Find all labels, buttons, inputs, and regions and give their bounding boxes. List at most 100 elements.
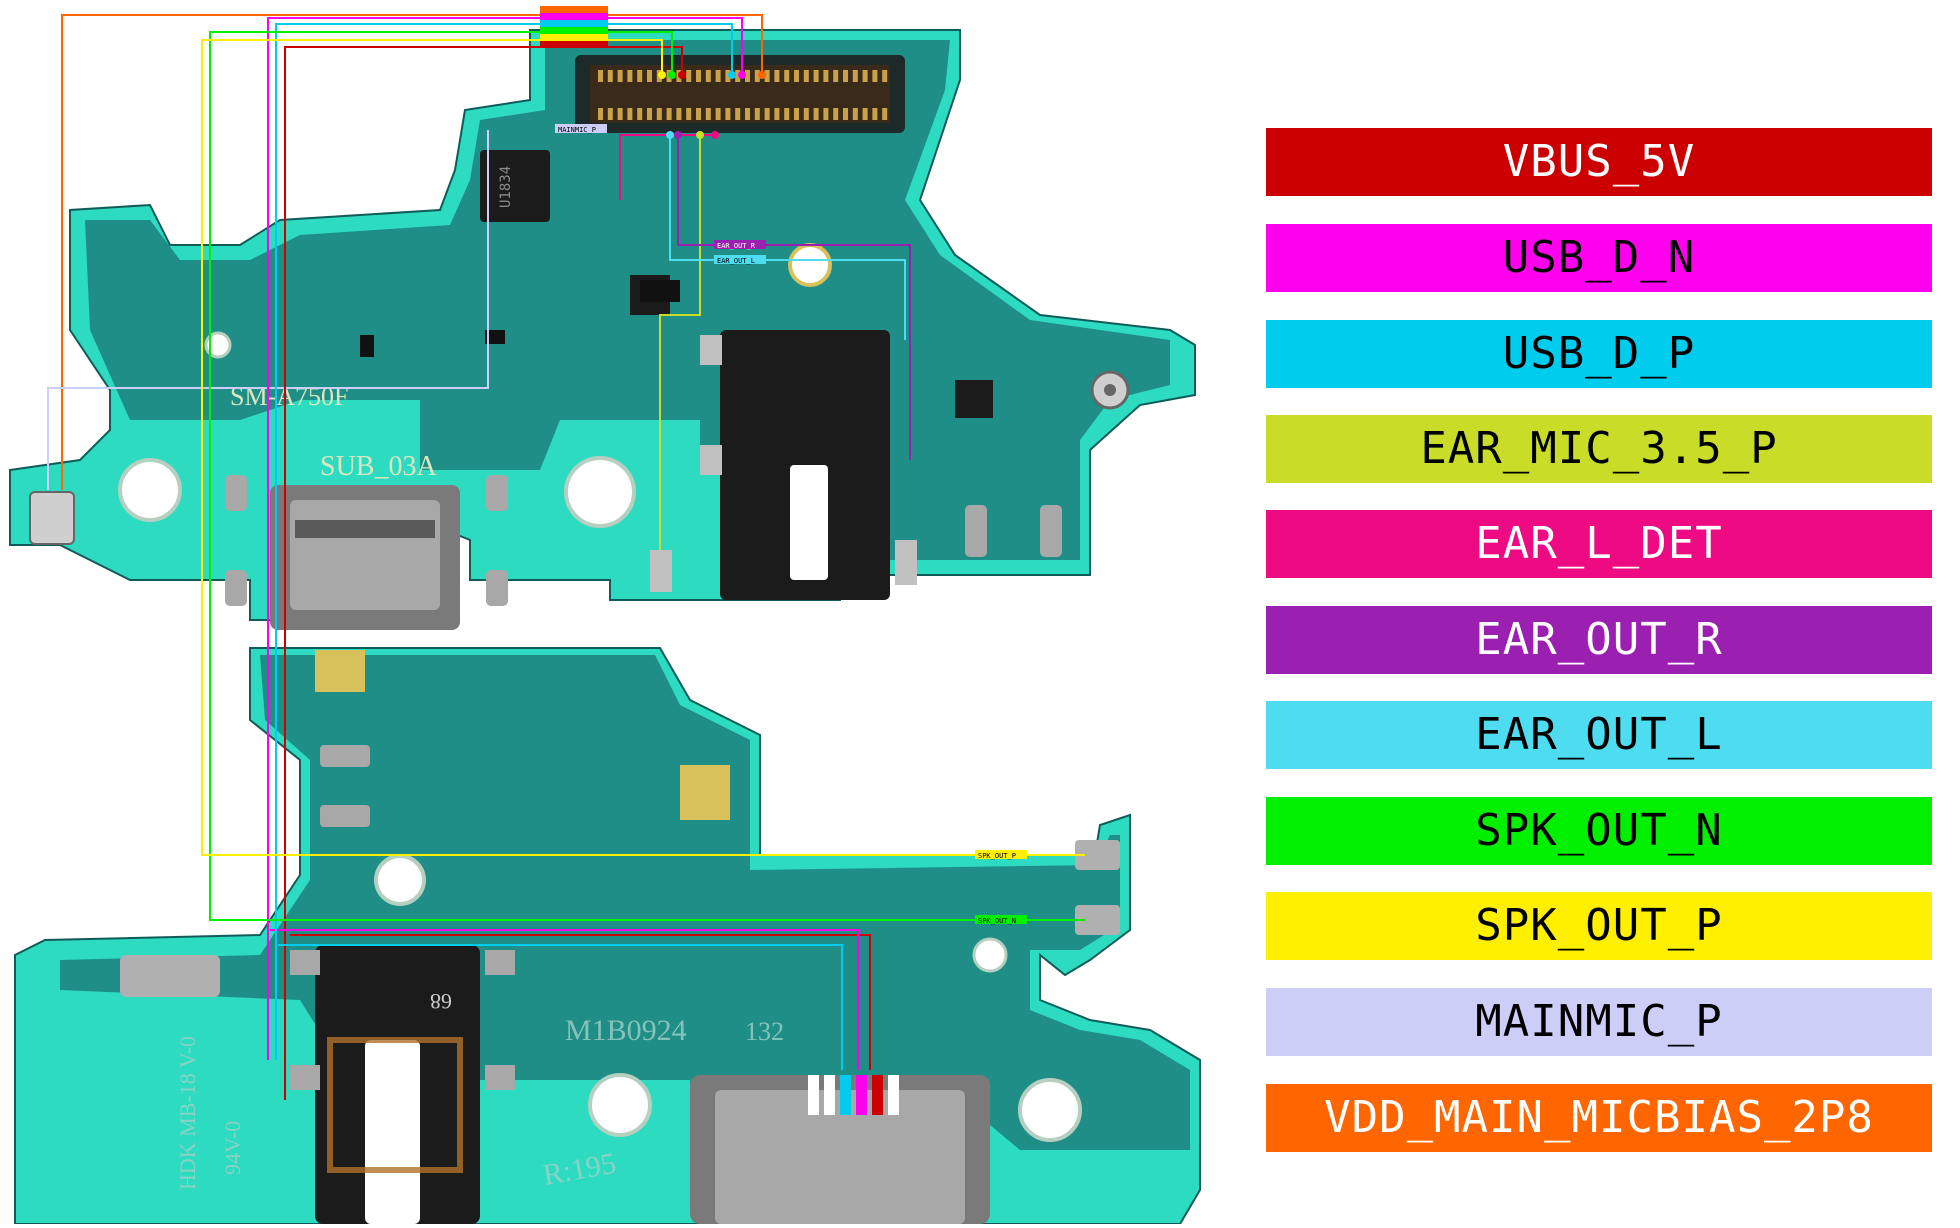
bottom-hole-4	[972, 937, 1008, 973]
connector-pin	[686, 108, 692, 120]
legend-item-usb-d-n: USB_D_N	[1266, 224, 1932, 292]
connector-pin	[705, 108, 711, 120]
top-hole-small	[788, 243, 832, 287]
connector-pin	[862, 108, 868, 120]
test-point	[668, 71, 676, 79]
top-hole-tab	[204, 331, 232, 359]
connector-pin	[784, 108, 790, 120]
spk-pad-p	[1075, 840, 1120, 870]
connector-pin	[617, 108, 623, 120]
trace-usb-dp	[275, 23, 733, 1060]
top-board: U1834 SM-A750F	[9, 29, 1196, 630]
connector-pin	[686, 70, 692, 82]
legend-item-vbus-5v: VBUS_5V	[1266, 128, 1932, 196]
test-point	[711, 131, 719, 139]
bottom-silk-5: HDK MB-18 V-0	[175, 1036, 200, 1190]
test-point	[738, 71, 746, 79]
legend-label: VDD_MAIN_MICBIAS_2P8	[1324, 1092, 1874, 1143]
legend-item-ear-out-r: EAR_OUT_R	[1266, 606, 1932, 674]
legend-item-ear-mic-3-5-p: EAR_MIC_3.5_P	[1266, 415, 1932, 483]
connector-pin	[637, 70, 643, 82]
bottom-pad-1	[320, 745, 370, 767]
btb-connector	[575, 55, 905, 133]
top-pad-e	[965, 505, 987, 557]
legend-label: EAR_OUT_L	[1475, 709, 1723, 760]
connector-pin	[715, 70, 721, 82]
trace-vdd-micbias	[61, 14, 763, 490]
legend-item-ear-l-det: EAR_L_DET	[1266, 510, 1932, 578]
connector-pin	[833, 108, 839, 120]
connector-pin	[872, 70, 878, 82]
usb-pins	[808, 1075, 899, 1115]
trace-spk-n	[209, 31, 1085, 921]
connector-pin	[784, 70, 790, 82]
connector-pin	[852, 108, 858, 120]
net-tag-ear-out-r: EAR_OUT_R	[717, 242, 756, 250]
bottom-hole-1	[374, 854, 426, 906]
net-tag-mainmic: MAINMIC_P	[558, 126, 596, 134]
legend-item-mainmic-p: MAINMIC_P	[1266, 988, 1932, 1056]
test-point	[758, 71, 766, 79]
legend-label: VBUS_5V	[1502, 136, 1696, 187]
connector-pin	[725, 108, 731, 120]
connector-pin	[843, 108, 848, 120]
net-label-tags: MAINMIC_P EAR_OUT_R EAR_OUT_L SPK_OUT_P …	[540, 6, 1027, 925]
test-point	[658, 71, 666, 79]
bottom-usb-port	[690, 1075, 990, 1224]
top-part-3	[360, 335, 374, 357]
connector-pin	[872, 108, 878, 120]
bottom-pad-2	[320, 805, 370, 827]
legend-label: MAINMIC_P	[1475, 996, 1723, 1047]
connector-pin	[715, 108, 721, 120]
bottom-silk-4: 68	[430, 989, 452, 1014]
connector-pin	[754, 108, 760, 120]
top-hole-center	[564, 456, 636, 528]
top-pad-c	[486, 475, 508, 511]
connector-pin	[843, 70, 848, 82]
connector-pin	[617, 70, 623, 82]
trace-ear-out-r	[677, 135, 911, 460]
connector-pin	[725, 70, 731, 82]
trace-ear-l-det	[619, 134, 715, 200]
top-silk-sub: SUB_03A	[320, 451, 437, 482]
connector-pin	[803, 108, 809, 120]
trace-vbus	[284, 46, 683, 1100]
test-point	[678, 71, 686, 79]
bottom-pad-4	[680, 765, 730, 820]
connector-pin	[813, 70, 819, 82]
trace-ear-out-l	[669, 135, 906, 340]
top-hole-left	[118, 458, 182, 522]
spk-pad-n	[1075, 905, 1120, 935]
connector-pin	[735, 70, 741, 82]
legend-label: USB_D_N	[1502, 232, 1696, 283]
connector-pin	[647, 108, 652, 120]
connector-pin	[627, 108, 633, 120]
net-tag-spk-p: SPK_OUT_P	[978, 852, 1016, 860]
connector-pin	[882, 108, 888, 120]
top-ic-1	[480, 150, 550, 222]
connector-pin	[852, 70, 858, 82]
connector-pin	[794, 108, 799, 120]
connector-pin	[598, 70, 603, 82]
legend-item-usb-d-p: USB_D_P	[1266, 320, 1932, 388]
connector-pin	[823, 108, 829, 120]
bottom-audio-jack	[290, 945, 515, 1224]
test-point	[666, 131, 674, 139]
bottom-silk-6: 94V-0	[220, 1121, 245, 1175]
top-part-2	[485, 330, 505, 344]
connector-pin	[823, 70, 829, 82]
legend-label: EAR_OUT_R	[1475, 614, 1723, 665]
legend-label: EAR_MIC_3.5_P	[1420, 423, 1778, 474]
connector-pin	[794, 70, 799, 82]
connector-pin	[705, 70, 711, 82]
connector-pin	[735, 108, 741, 120]
legend-item-ear-out-l: EAR_OUT_L	[1266, 701, 1932, 769]
test-point	[696, 131, 704, 139]
top-pad-a	[225, 475, 247, 511]
connector-pin	[764, 70, 770, 82]
top-pad-f	[1040, 505, 1062, 557]
connector-pin	[647, 70, 652, 82]
legend-label: SPK_OUT_P	[1475, 900, 1723, 951]
